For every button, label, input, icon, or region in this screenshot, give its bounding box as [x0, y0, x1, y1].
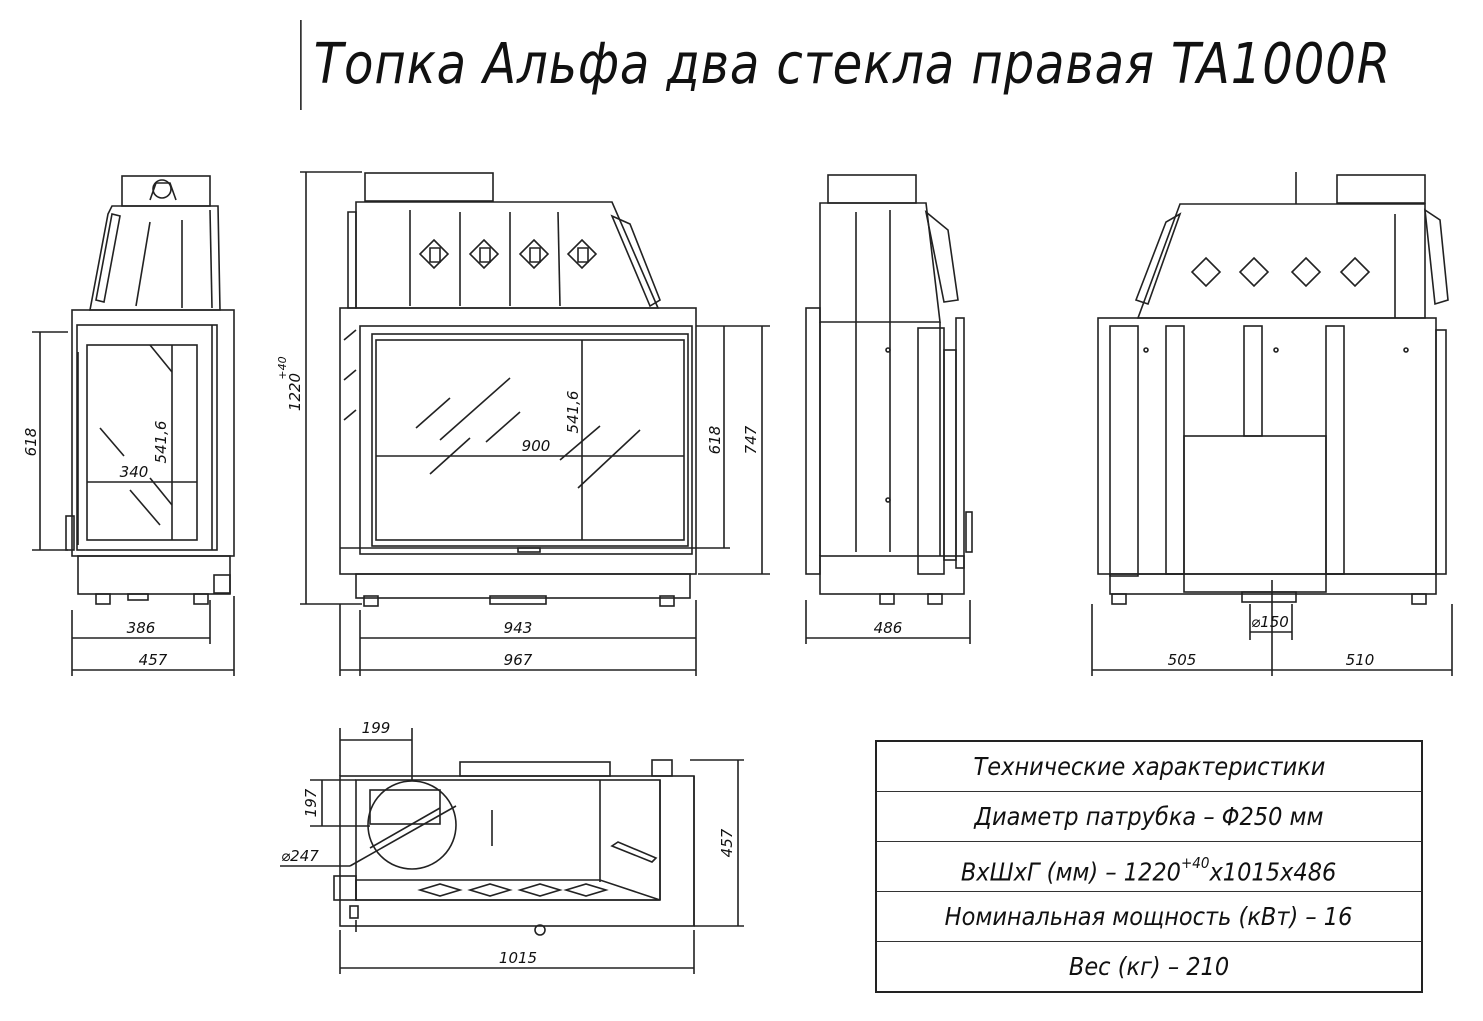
page-title: Топка Альфа два стекла правая TA1000R	[300, 20, 1391, 110]
spec-power: Номинальная мощность (кВт) – 16	[877, 891, 1421, 941]
dim-back-right-width: 510	[1346, 651, 1375, 669]
dim-side-glass-height: 618	[22, 428, 40, 457]
dim-front-glass-height: 618	[706, 426, 724, 455]
dim-top-offset-x: 199	[362, 719, 391, 737]
spec-size: ВхШхГ (мм) – 1220+40х1015х486	[877, 841, 1421, 891]
spec-size-suffix: х1015х486	[1209, 857, 1337, 887]
spec-size-prefix: ВхШхГ (мм) – 1220	[961, 857, 1182, 887]
dim-top-depth: 457	[718, 828, 736, 857]
dim-depth: 486	[874, 619, 903, 637]
dim-front-inner-height: 541,6	[564, 391, 582, 434]
top-view	[280, 728, 744, 974]
dim-total-height-tol: +40	[276, 356, 289, 379]
side-view	[32, 175, 235, 676]
top-vents	[417, 883, 609, 897]
dim-side-inner-height: 541,6	[152, 421, 170, 464]
spec-size-tol: +40	[1181, 854, 1210, 872]
back-diamond-vents	[1190, 256, 1371, 288]
dim-side-width-inner: 386	[127, 619, 156, 637]
dim-front-inner-width: 900	[522, 437, 551, 455]
front-view	[300, 171, 770, 676]
dim-front-body-height: 747	[742, 425, 760, 454]
dim-top-width: 1015	[499, 949, 537, 967]
back-view	[1091, 172, 1453, 676]
dim-top-offset-y: 197	[302, 788, 320, 817]
spec-table: Технические характеристики Диаметр патру…	[875, 740, 1423, 993]
dim-side-width-outer: 457	[139, 651, 168, 669]
dim-back-left-width: 505	[1168, 651, 1197, 669]
diamond-vents	[418, 238, 598, 270]
spec-flue: Диаметр патрубка – Φ250 мм	[877, 791, 1421, 841]
spec-weight: Вес (кг) – 210	[877, 941, 1421, 991]
dim-side-inner-width: 340	[120, 463, 149, 481]
dim-front-width-outer: 967	[504, 651, 533, 669]
right-side-view	[805, 174, 973, 644]
spec-header: Технические характеристики	[973, 752, 1325, 781]
dim-flue-bottom-diameter: ⌀150	[1251, 613, 1289, 631]
dim-top-flue-diameter: ⌀247	[281, 847, 319, 865]
dim-front-width-inner: 943	[504, 619, 533, 637]
dim-total-height: 1220	[286, 373, 304, 411]
